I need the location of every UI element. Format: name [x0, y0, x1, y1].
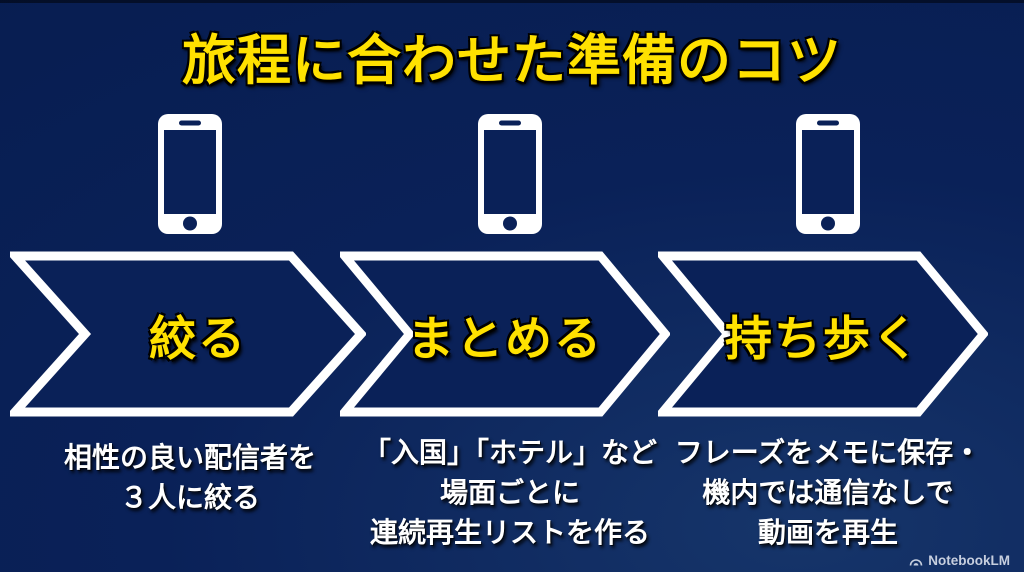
- step-1-description: 相性の良い配信者を ３人に絞る: [25, 433, 355, 518]
- step-1-label: 絞る: [149, 311, 247, 365]
- step-3-description-line-2: 機内では通信なしで: [702, 477, 954, 508]
- step-2-description-line-2: 場面ごとに: [439, 477, 580, 508]
- step-2-description-line-3: 連続再生リストを作る: [369, 517, 650, 548]
- step-3-label: 持ち歩く: [725, 311, 921, 365]
- step-1-description-line-2: ３人に絞る: [119, 482, 260, 513]
- top-letterbox-edge: [0, 0, 1024, 3]
- step-1-description-line-1: 相性の良い配信者を: [63, 442, 316, 473]
- page-title: 旅程に合わせた準備のコツ: [182, 31, 842, 91]
- chevron-arrow-step-2: [340, 251, 670, 417]
- step-2-label: まとめる: [407, 311, 603, 365]
- step-2-description-line-1: 「入国」「ホテル」など: [362, 437, 657, 468]
- smartphone-icon: [477, 113, 543, 235]
- step-3-description-line-3: 動画を再生: [757, 517, 898, 548]
- smartphone-icon: [795, 113, 861, 235]
- watermark-label: NotebookLM: [928, 553, 1010, 568]
- smartphone-icon: [157, 113, 223, 235]
- step-2-description: 「入国」「ホテル」など 場面ごとに 連続再生リストを作る: [345, 433, 675, 553]
- chevron-arrow-step-1: [10, 251, 366, 417]
- notebooklm-logo-icon: [909, 555, 923, 567]
- step-3-description-line-1: フレーズをメモに保存・: [674, 437, 982, 468]
- step-3-description: フレーズをメモに保存・ 機内では通信なしで 動画を再生: [663, 433, 993, 553]
- chevron-arrow-step-3: [658, 251, 988, 417]
- watermark: NotebookLM: [909, 553, 1010, 568]
